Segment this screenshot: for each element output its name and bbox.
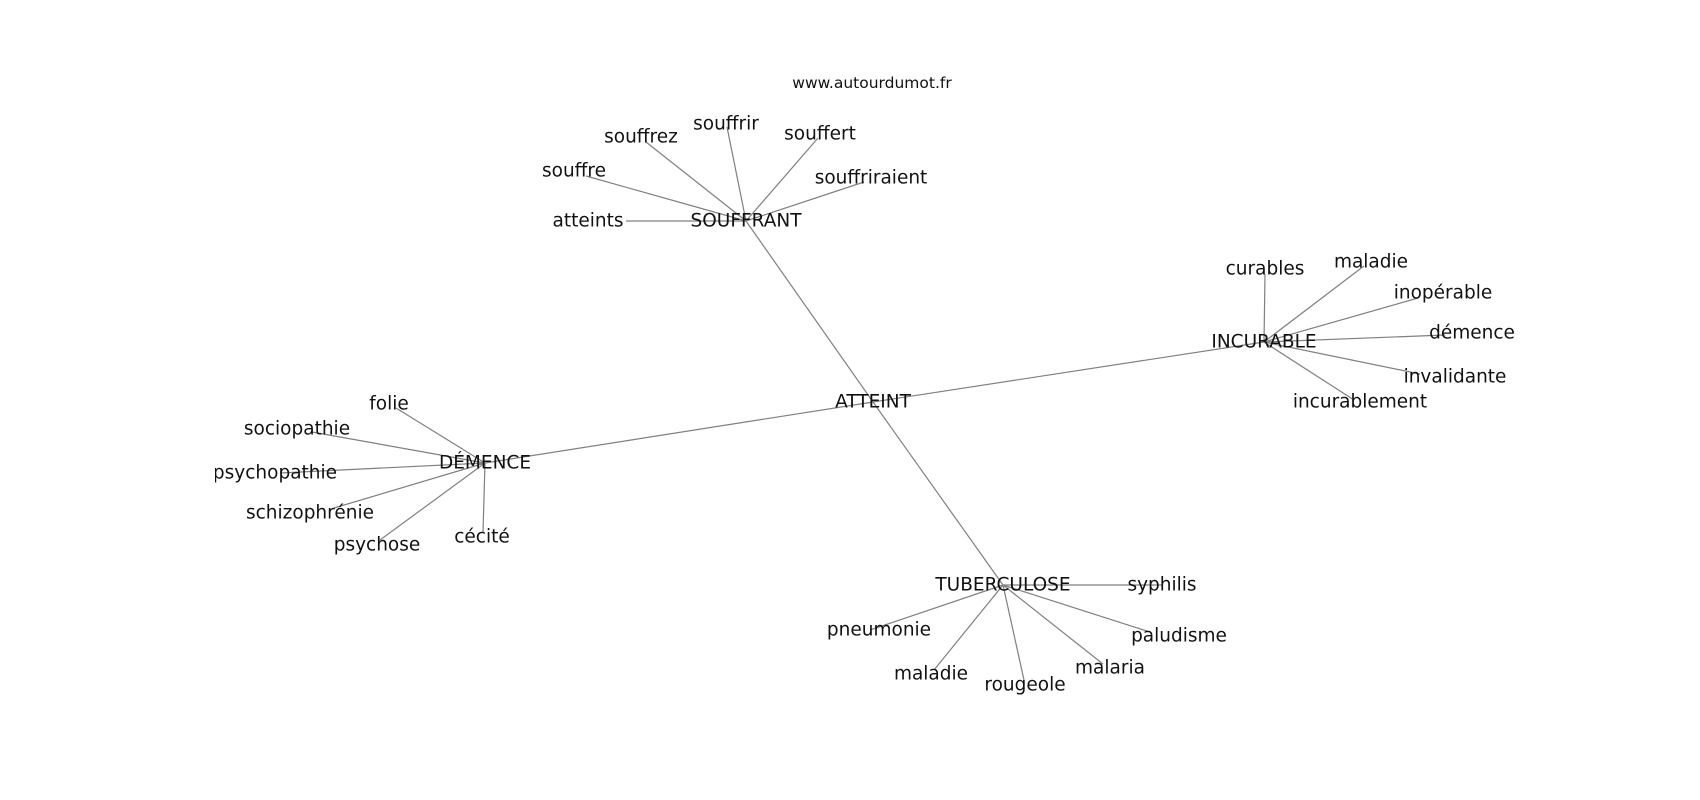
node-hub-souffrant: SOUFFRANT [690, 211, 802, 232]
edge-tuberculose-leaf [1002, 584, 1104, 665]
node-center: ATTEINT [835, 392, 911, 413]
node-leaf: souffert [784, 124, 856, 145]
edge-souffrant-leaf [645, 141, 747, 222]
edge-incurable-leaf [1263, 341, 1421, 375]
node-leaf: psychose [334, 535, 421, 556]
edge-demence-leaf [333, 462, 486, 509]
node-leaf: maladie [1334, 252, 1408, 273]
edge-souffrant-leaf [745, 137, 819, 222]
edge-center-demence [484, 401, 874, 464]
node-hub-incurable: INCURABLE [1211, 332, 1316, 353]
edge-demence-leaf [379, 462, 486, 541]
node-leaf: souffrez [604, 127, 678, 148]
node-leaf: maladie [894, 664, 968, 685]
edge-souffrant-leaf [726, 126, 747, 222]
labels-layer: ATTEINT SOUFFRANT souffrir souffert souffrez… [213, 114, 1515, 696]
node-leaf: démence [1429, 323, 1515, 344]
node-leaf: cécité [454, 527, 510, 548]
node-leaf: psychopathie [213, 463, 337, 484]
edges-layer [279, 126, 1446, 681]
edge-souffrant-leaf [745, 181, 865, 222]
edge-tuberculose-leaf [933, 584, 1004, 671]
edge-tuberculose-leaf [1002, 584, 1025, 681]
node-leaf: incurablement [1293, 392, 1427, 413]
node-leaf: pneumonie [827, 620, 931, 641]
edge-tuberculose-leaf [869, 584, 1004, 631]
node-leaf: inopérable [1394, 283, 1493, 304]
node-leaf: rougeole [984, 675, 1065, 696]
node-leaf: folie [369, 394, 409, 415]
node-leaf: souffrir [693, 114, 759, 135]
node-leaf: souffriraient [815, 168, 928, 189]
edge-tuberculose-leaf [1002, 584, 1151, 633]
edge-incurable-leaf [1263, 273, 1266, 343]
watermark: www.autourdumot.fr [792, 74, 952, 92]
node-leaf: atteints [553, 211, 624, 232]
node-leaf: sociopathie [244, 419, 350, 440]
edge-incurable-leaf [1263, 341, 1355, 401]
edge-demence-leaf [311, 431, 486, 464]
node-hub-demence: DÉMENCE [439, 452, 531, 474]
node-leaf: malaria [1075, 658, 1145, 679]
node-leaf: souffre [542, 161, 606, 182]
node-leaf: paludisme [1131, 626, 1227, 647]
edge-demence-leaf [482, 462, 486, 533]
node-leaf: invalidante [1404, 367, 1507, 388]
edge-center-tuberculose [872, 401, 1004, 586]
edge-incurable-leaf [1263, 265, 1365, 343]
node-leaf: schizophrénie [246, 503, 374, 524]
edge-incurable-leaf [1263, 334, 1446, 343]
edge-center-incurable [872, 341, 1265, 403]
edge-demence-leaf [279, 462, 486, 474]
edge-demence-leaf [395, 407, 486, 464]
edge-incurable-leaf [1263, 297, 1419, 343]
node-leaf: curables [1226, 259, 1305, 280]
edge-center-souffrant [745, 220, 874, 403]
node-leaf: syphilis [1127, 575, 1196, 596]
edge-souffrant-leaf [585, 175, 747, 222]
node-hub-tuberculose: TUBERCULOSE [934, 575, 1070, 596]
